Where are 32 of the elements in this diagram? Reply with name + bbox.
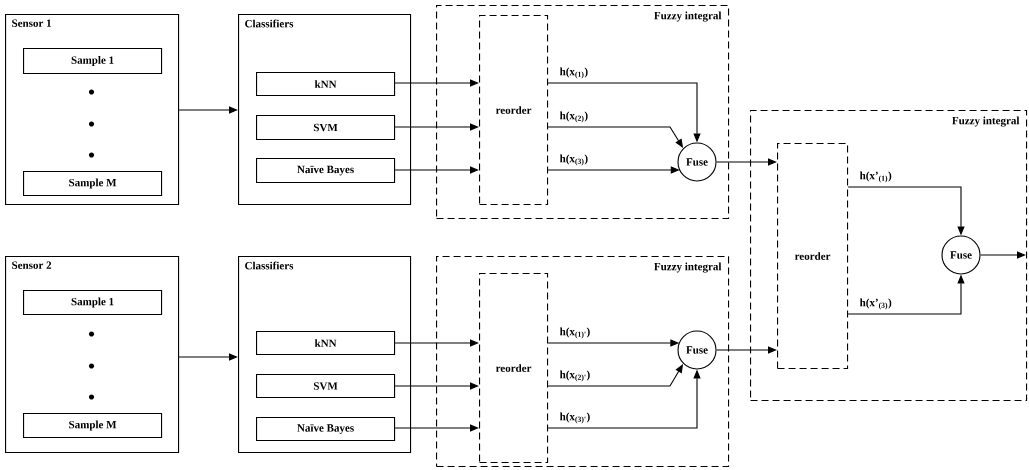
edge-label: h(x$_{(2)'}$): [558, 369, 592, 383]
arrow: [394, 339, 479, 347]
sample-box: Sample M: [23, 413, 163, 439]
edge-label: h(x$_{(2)}$): [558, 110, 590, 124]
arrow: [394, 382, 479, 390]
edge-label: h(x$_{(1)}$): [558, 66, 590, 80]
classifier-box: SVM: [256, 115, 396, 141]
classifier-box: Naïve Bayes: [256, 417, 396, 442]
sample-box: Sample 1: [23, 290, 163, 316]
classifier-box: kNN: [256, 72, 396, 97]
arrow: [178, 106, 238, 114]
reorder-box: reorder: [479, 273, 549, 464]
reorder-box: reorder: [479, 15, 549, 206]
edge-label: h(x’$_{(1)}$): [858, 170, 893, 184]
classifier-box: Naïve Bayes: [256, 158, 396, 184]
edge-label: h(x’$_{(3)}$): [858, 297, 893, 311]
classifier-box: kNN: [256, 331, 396, 356]
arrow: [716, 346, 777, 354]
edge-label: h(x$_{(3)}$): [558, 153, 590, 167]
arrow: [394, 166, 479, 174]
edge-label: h(x$_{(3)'}$): [558, 411, 592, 425]
sample-box: Sample M: [23, 171, 163, 197]
arrow: [178, 353, 238, 361]
reorder-box: reorder: [777, 143, 849, 370]
edge-label: h(x$_{(1)'}$): [558, 326, 592, 340]
sample-box: Sample 1: [23, 48, 163, 75]
arrow: [394, 79, 479, 87]
classifier-box: SVM: [256, 374, 396, 399]
arrow: [394, 424, 479, 432]
arrow: [980, 251, 1026, 259]
arrow: [394, 123, 479, 131]
arrow: [716, 158, 777, 166]
